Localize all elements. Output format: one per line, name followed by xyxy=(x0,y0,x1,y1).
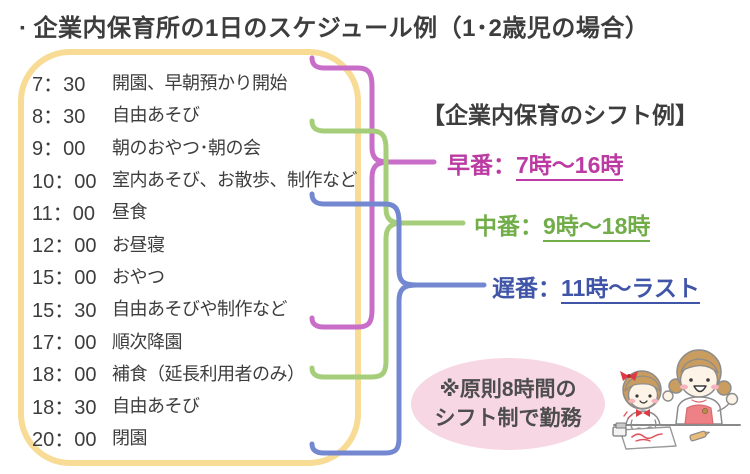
shift-middle-name: 中番： xyxy=(474,213,543,239)
work-rule-note: ※原則8時間の シフト制で勤務 xyxy=(411,358,605,450)
schedule-activity: 閉園 xyxy=(112,428,148,449)
schedule-activity: 補食（延長利用者のみ） xyxy=(112,363,305,384)
schedule-row: 18：00 補食（延長利用者のみ） xyxy=(32,357,362,389)
schedule-activity: 自由あそびや制作など xyxy=(112,299,288,320)
teacher-and-child-drawing-illustration xyxy=(612,349,741,450)
schedule-row: 9：00 朝のおやつ･朝の会 xyxy=(32,131,362,163)
schedule-time: 7：30 xyxy=(32,73,86,96)
schedule-row: 18：30 自由あそび xyxy=(32,389,362,421)
schedule-row: 20：00 閉園 xyxy=(32,421,362,453)
schedule-row: 8：30 自由あそび xyxy=(32,98,362,130)
schedule-time: 15：30 xyxy=(32,299,97,322)
schedule-activity: お昼寝 xyxy=(112,234,165,255)
schedule-activity: 昼食 xyxy=(112,202,148,223)
schedule-time: 9：00 xyxy=(32,138,86,161)
note-line-2: シフト制で勤務 xyxy=(434,407,582,430)
shift-late-name: 遅番： xyxy=(492,275,561,301)
schedule-time: 10：00 xyxy=(32,170,97,193)
schedule-time: 12：00 xyxy=(32,235,97,258)
schedule-activity: 室内あそび、お散歩、制作など xyxy=(112,170,358,191)
schedule-activity: 自由あそび xyxy=(112,105,200,126)
schedule-time: 8：30 xyxy=(32,105,86,128)
schedule-activity: 順次降園 xyxy=(112,331,183,352)
schedule-time: 15：00 xyxy=(32,267,97,290)
schedule-time: 20：00 xyxy=(32,428,97,451)
schedule-time: 17：00 xyxy=(32,332,97,355)
schedule-time: 11：00 xyxy=(32,202,96,225)
schedule-activity: 開園、早朝預かり開始 xyxy=(112,73,288,94)
schedule-time: 18：30 xyxy=(32,396,97,419)
daily-schedule-list: 7：30 開園、早朝預かり開始 8：30 自由あそび 9：00 朝のおやつ･朝の会 1… xyxy=(32,66,362,454)
schedule-activity: 朝のおやつ･朝の会 xyxy=(112,137,261,158)
schedule-row: 15：30 自由あそびや制作など xyxy=(32,292,362,324)
schedule-row: 10：00 室内あそび、お散歩、制作など xyxy=(32,163,362,195)
schedule-time: 18：00 xyxy=(32,364,97,387)
shift-early-hours: 7時〜16時 xyxy=(516,152,624,181)
schedule-row: 12：00 お昼寝 xyxy=(32,227,362,259)
shift-early-label: 早番：7時〜16時 xyxy=(447,146,624,181)
schedule-row: 15：00 おやつ xyxy=(32,260,362,292)
table-and-crayons xyxy=(612,411,741,450)
shift-late-hours: 11時〜ラスト xyxy=(561,275,700,304)
schedule-activity: おやつ xyxy=(112,266,165,287)
schedule-row: 17：00 順次降園 xyxy=(32,324,362,356)
page-title-text: 企業内保育所の1日のスケジュール例（1･2歳児の場合） xyxy=(33,15,650,42)
shift-late-label: 遅番：11時〜ラスト xyxy=(492,269,700,304)
note-line-1: ※原則8時間の xyxy=(439,377,577,401)
teacher-figure xyxy=(662,349,739,425)
schedule-row: 7：30 開園、早朝預かり開始 xyxy=(32,66,362,98)
daily-schedule-panel xyxy=(18,49,361,466)
square-bullet-icon: ▪ xyxy=(20,19,26,35)
schedule-activity: 自由あそび xyxy=(112,396,200,417)
shift-middle-hours: 9時〜18時 xyxy=(543,213,651,242)
page-title: ▪ 企業内保育所の1日のスケジュール例（1･2歳児の場合） xyxy=(20,8,649,43)
shift-section-heading: 【企業内保育のシフト例】 xyxy=(422,102,698,128)
schedule-row: 11：00 昼食 xyxy=(32,195,362,227)
shift-middle-label: 中番：9時〜18時 xyxy=(474,207,651,242)
shift-early-name: 早番： xyxy=(447,152,516,178)
